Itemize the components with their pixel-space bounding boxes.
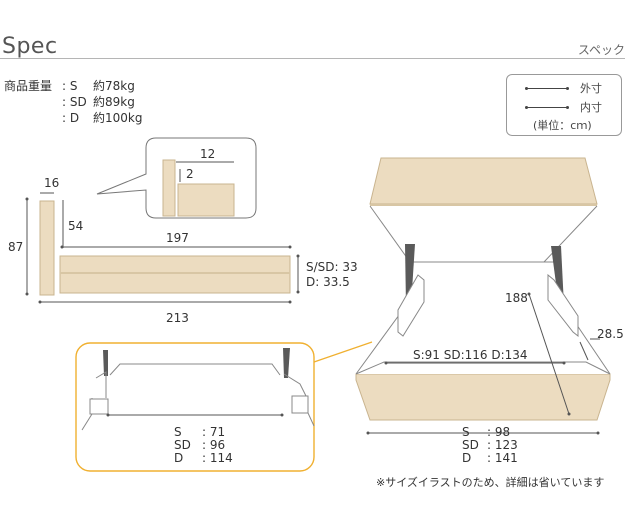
frame-height-d-label: D: 33.5 <box>306 275 350 289</box>
lifted-deck <box>369 157 598 205</box>
iso-value-sd: : 123 <box>487 438 518 452</box>
page-title: Spec <box>2 34 58 59</box>
left-gas-strut <box>405 244 415 306</box>
bed-frame-side <box>59 255 291 294</box>
inner-length-label: 197 <box>166 231 189 245</box>
iso-depth-label: 28.5 <box>597 327 624 341</box>
detail-frame <box>75 342 315 472</box>
frame-height-s-sd-label: S/SD: 33 <box>306 260 358 274</box>
legend-dot <box>566 106 569 109</box>
bed-box-front <box>355 373 611 421</box>
zoom-width-label: 12 <box>200 147 216 161</box>
iso-view-drawing <box>355 157 611 435</box>
weight-size-sd: : SD <box>62 95 87 109</box>
header-divider <box>0 58 625 59</box>
inner-dimension-line-sample <box>527 107 567 108</box>
legend-dot <box>525 87 528 90</box>
detail-value-sd: : 96 <box>202 438 226 452</box>
legend-dot <box>525 106 528 109</box>
legend-inner-label: 内寸 <box>580 101 602 114</box>
iso-length-label: 188 <box>505 291 528 305</box>
detail-value-s: : 71 <box>202 425 226 439</box>
iso-inner-width-label: S:91 SD:116 D:134 <box>413 348 528 362</box>
iso-value-d: : 141 <box>487 451 518 465</box>
detail-size-sd: SD <box>174 438 191 452</box>
iso-depth-dim-line <box>579 341 589 361</box>
iso-size-s: S <box>462 425 470 439</box>
iso-size-sd: SD <box>462 438 479 452</box>
outer-length-label: 213 <box>166 311 189 325</box>
detail-size-d: D <box>174 451 184 465</box>
total-height-label: 87 <box>8 240 24 254</box>
iso-length-dim-line <box>528 293 570 415</box>
weight-value-sd: 約89kg <box>93 95 135 109</box>
zoom-frame <box>177 183 235 217</box>
footnote: ※サイズイラストのため、詳細は省いています <box>376 476 605 489</box>
page-subtitle: スペック <box>577 43 625 57</box>
legend-unit-label: (単位：cｍ) <box>533 119 592 132</box>
weight-value-d: 約100kg <box>93 111 143 125</box>
detail-size-s: S <box>174 425 182 439</box>
zoom-callout <box>96 137 257 219</box>
zoom-gap-label: 2 <box>186 167 194 181</box>
detail-view-drawing <box>75 341 373 472</box>
legend-box: 外寸 内寸 (単位：cｍ) <box>506 74 622 136</box>
outer-dimension-line-sample <box>527 88 567 89</box>
detail-pointer <box>313 341 373 363</box>
weight-size-d: : D <box>62 111 80 125</box>
headboard <box>39 200 55 296</box>
iso-size-d: D <box>462 451 472 465</box>
side-view-drawing <box>25 192 300 304</box>
legend-outer-label: 外寸 <box>580 82 602 95</box>
iso-value-s: : 98 <box>487 425 511 439</box>
board-thickness-label: 16 <box>44 176 60 190</box>
weight-label: 商品重量 <box>4 79 53 93</box>
legend-dot <box>566 87 569 90</box>
weight-size-s: : S <box>62 79 78 93</box>
weight-value-s: 約78kg <box>93 79 135 93</box>
zoom-board <box>162 159 176 217</box>
detail-value-d: : 114 <box>202 451 233 465</box>
inner-height-label: 54 <box>68 219 84 233</box>
